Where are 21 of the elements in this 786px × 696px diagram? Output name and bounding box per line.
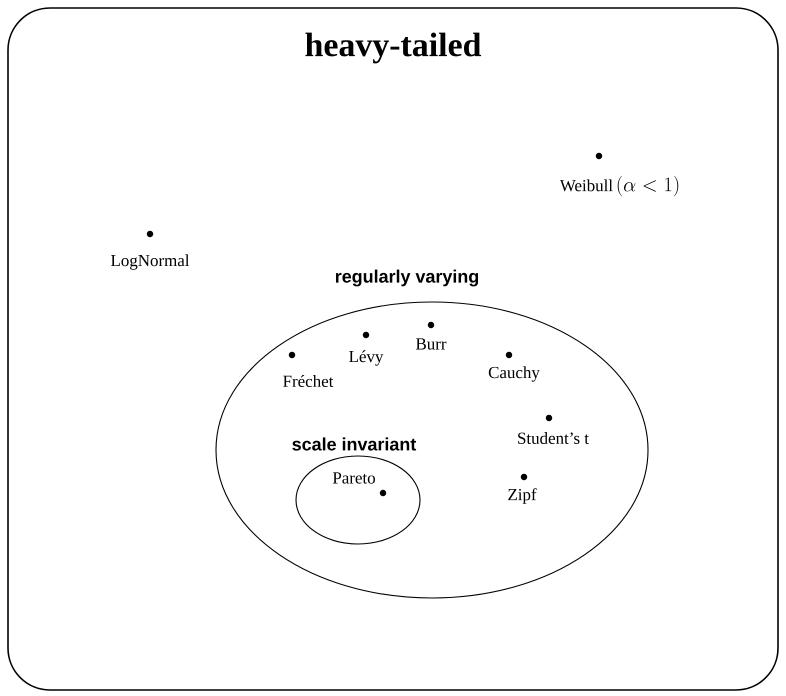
node-label: Fréchet xyxy=(283,375,334,387)
data-point: Lévy xyxy=(349,332,384,366)
node-label: scale invariant xyxy=(292,437,416,451)
data-point: Burr xyxy=(416,322,446,350)
node-label: regularly varying xyxy=(336,270,478,286)
data-point: Zipf xyxy=(508,474,537,504)
node-label: Student’s t xyxy=(518,432,589,444)
node-label: Burr xyxy=(416,338,446,350)
data-point: Cauchy xyxy=(488,352,540,382)
data-point: Student’s t xyxy=(518,414,589,444)
data-point: Weibull $(\alpha < 1)$ xyxy=(560,152,678,196)
node-label: LogNormal xyxy=(110,254,190,270)
node-label: Weibull xyxy=(560,179,613,192)
node-label: Pareto xyxy=(332,472,376,484)
data-point: Pareto xyxy=(332,472,386,496)
node-label: Zipf xyxy=(508,488,537,504)
data-point: LogNormal xyxy=(110,230,190,270)
data-point: Fréchet xyxy=(283,352,334,387)
node-label: Cauchy xyxy=(488,366,540,382)
node-label: $(\alpha < 1)$ xyxy=(618,176,678,196)
node-label: Lévy xyxy=(349,350,384,366)
